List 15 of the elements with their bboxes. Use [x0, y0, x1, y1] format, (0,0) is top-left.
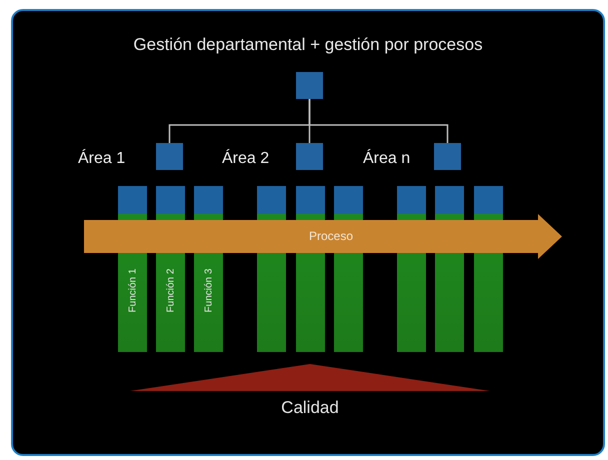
square-box — [296, 143, 323, 170]
arrow-label: Proceso — [308, 229, 354, 243]
square-box — [156, 143, 183, 170]
column-label: Función 2 — [164, 268, 176, 312]
area-label: Área n — [363, 150, 410, 168]
connector-line — [308, 99, 448, 143]
square-box — [296, 72, 323, 99]
column-label: Función 3 — [202, 268, 214, 312]
quality-label: Calidad — [280, 398, 340, 418]
title: Gestión departamental + gestión por procesos — [132, 35, 484, 55]
area-label: Área 2 — [222, 150, 270, 168]
column-label: Función 1 — [126, 268, 138, 312]
process-arrow — [84, 214, 562, 259]
area-label: Área 1 — [78, 150, 126, 168]
square-box — [434, 143, 461, 170]
